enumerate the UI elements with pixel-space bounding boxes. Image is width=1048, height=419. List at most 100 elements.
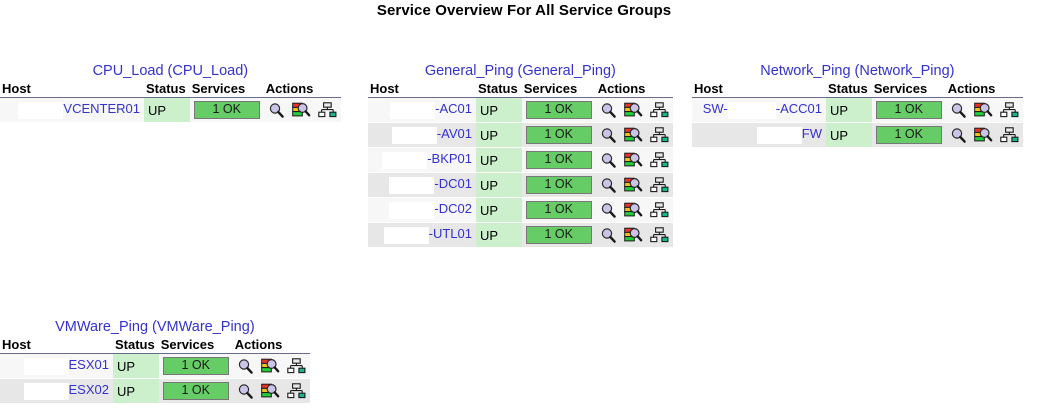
host-name-link[interactable]: -AC01 (435, 101, 472, 117)
magnifier-icon[interactable] (237, 383, 254, 400)
services-cell: 1 OK (871, 122, 946, 148)
service-status-magnifier-icon[interactable] (623, 102, 643, 119)
magnifier-icon[interactable] (600, 177, 617, 194)
host-status-cell: UP (476, 122, 522, 148)
magnifier-icon[interactable] (600, 152, 617, 169)
host-name-link[interactable]: -ACC01 (775, 101, 822, 117)
service-status-magnifier-icon[interactable] (973, 102, 993, 119)
magnifier-icon[interactable] (600, 227, 617, 244)
service-status-magnifier-icon[interactable] (623, 177, 643, 194)
host-name-link[interactable]: -BKP01 (427, 151, 472, 167)
network-map-icon[interactable] (999, 126, 1019, 144)
network-map-icon[interactable] (317, 101, 337, 119)
host-cell: -UTL01 (368, 222, 476, 248)
host-name-link[interactable]: ESX01 (68, 357, 109, 373)
services-column-header: Services (521, 81, 596, 98)
status-column-header: Status (113, 337, 159, 354)
host-cell: ESX02 (0, 378, 113, 404)
status-column-header: Status (826, 81, 872, 98)
network-map-icon[interactable] (649, 126, 669, 144)
service-status-magnifier-icon[interactable] (291, 102, 311, 119)
network-map-icon[interactable] (649, 151, 669, 169)
services-ok-badge[interactable]: 1 OK (525, 126, 592, 144)
services-ok-badge[interactable]: 1 OK (525, 176, 592, 194)
actions-cell (595, 147, 673, 173)
host-status-cell: UP (476, 147, 522, 173)
host-name-link[interactable]: FW (801, 126, 822, 142)
host-name-prefix[interactable]: SW- (702, 101, 728, 117)
service-status-magnifier-icon[interactable] (623, 127, 643, 144)
service-status-magnifier-icon[interactable] (623, 152, 643, 169)
magnifier-icon[interactable] (268, 102, 285, 119)
host-name-link[interactable]: VCENTER01 (63, 101, 140, 117)
host-column-header: Host (0, 337, 113, 354)
network-map-icon[interactable] (999, 101, 1019, 119)
magnifier-icon[interactable] (950, 102, 967, 119)
service-group-title[interactable]: Network_Ping (Network_Ping) (760, 63, 955, 79)
services-column-header: Services (189, 81, 264, 98)
services-cell: 1 OK (521, 122, 596, 148)
service-status-magnifier-icon[interactable] (260, 358, 280, 375)
host-status-cell: UP (476, 172, 522, 198)
service-status-magnifier-icon[interactable] (973, 127, 993, 144)
host-name-link[interactable]: -DC02 (434, 201, 472, 217)
services-ok-badge[interactable]: 1 OK (162, 382, 229, 400)
magnifier-icon[interactable] (600, 102, 617, 119)
services-cell: 1 OK (521, 222, 596, 248)
status-column-header: Status (476, 81, 522, 98)
services-ok-badge[interactable]: 1 OK (162, 357, 229, 375)
actions-cell (232, 378, 310, 404)
service-group-title[interactable]: General_Ping (General_Ping) (424, 63, 616, 79)
services-ok-badge[interactable]: 1 OK (525, 101, 592, 119)
actions-column-header: Actions (263, 81, 341, 98)
network-map-icon[interactable] (286, 357, 306, 375)
services-cell: 1 OK (158, 378, 233, 404)
services-ok-badge[interactable]: 1 OK (193, 101, 260, 119)
service-group-title[interactable]: CPU_Load (CPU_Load) (92, 63, 249, 79)
host-name-link[interactable]: -UTL01 (428, 226, 472, 242)
actions-column-header: Actions (595, 81, 673, 98)
services-column-header: Services (871, 81, 946, 98)
host-name-link[interactable]: -AV01 (436, 126, 472, 142)
service-status-magnifier-icon[interactable] (623, 227, 643, 244)
host-name-link[interactable]: ESX02 (68, 382, 109, 398)
host-name-link[interactable]: -DC01 (434, 176, 472, 192)
network-map-icon[interactable] (649, 226, 669, 244)
services-ok-badge[interactable]: 1 OK (875, 126, 942, 144)
host-status-cell: UP (113, 353, 159, 379)
services-ok-badge[interactable]: 1 OK (875, 101, 942, 119)
services-ok-badge[interactable]: 1 OK (525, 151, 592, 169)
host-cell: ESX01 (0, 353, 113, 379)
services-ok-badge[interactable]: 1 OK (525, 226, 592, 244)
network-map-icon[interactable] (649, 201, 669, 219)
page-title: Service Overview For All Service Groups (376, 2, 672, 19)
service-status-magnifier-icon[interactable] (623, 202, 643, 219)
actions-cell (595, 122, 673, 148)
network-map-icon[interactable] (286, 382, 306, 400)
service-status-magnifier-icon[interactable] (260, 383, 280, 400)
network-map-icon[interactable] (649, 101, 669, 119)
actions-cell (595, 222, 673, 248)
host-column-header: Host (0, 81, 144, 98)
magnifier-icon[interactable] (950, 127, 967, 144)
redacted-host-prefix (23, 382, 69, 400)
services-ok-badge[interactable]: 1 OK (525, 201, 592, 219)
service-group-title[interactable]: VMWare_Ping (VMWare_Ping) (55, 319, 255, 335)
host-cell: -DC01 (368, 172, 476, 198)
redacted-host-prefix (18, 101, 64, 119)
magnifier-icon[interactable] (600, 127, 617, 144)
magnifier-icon[interactable] (237, 358, 254, 375)
magnifier-icon[interactable] (600, 202, 617, 219)
network-map-icon[interactable] (649, 176, 669, 194)
